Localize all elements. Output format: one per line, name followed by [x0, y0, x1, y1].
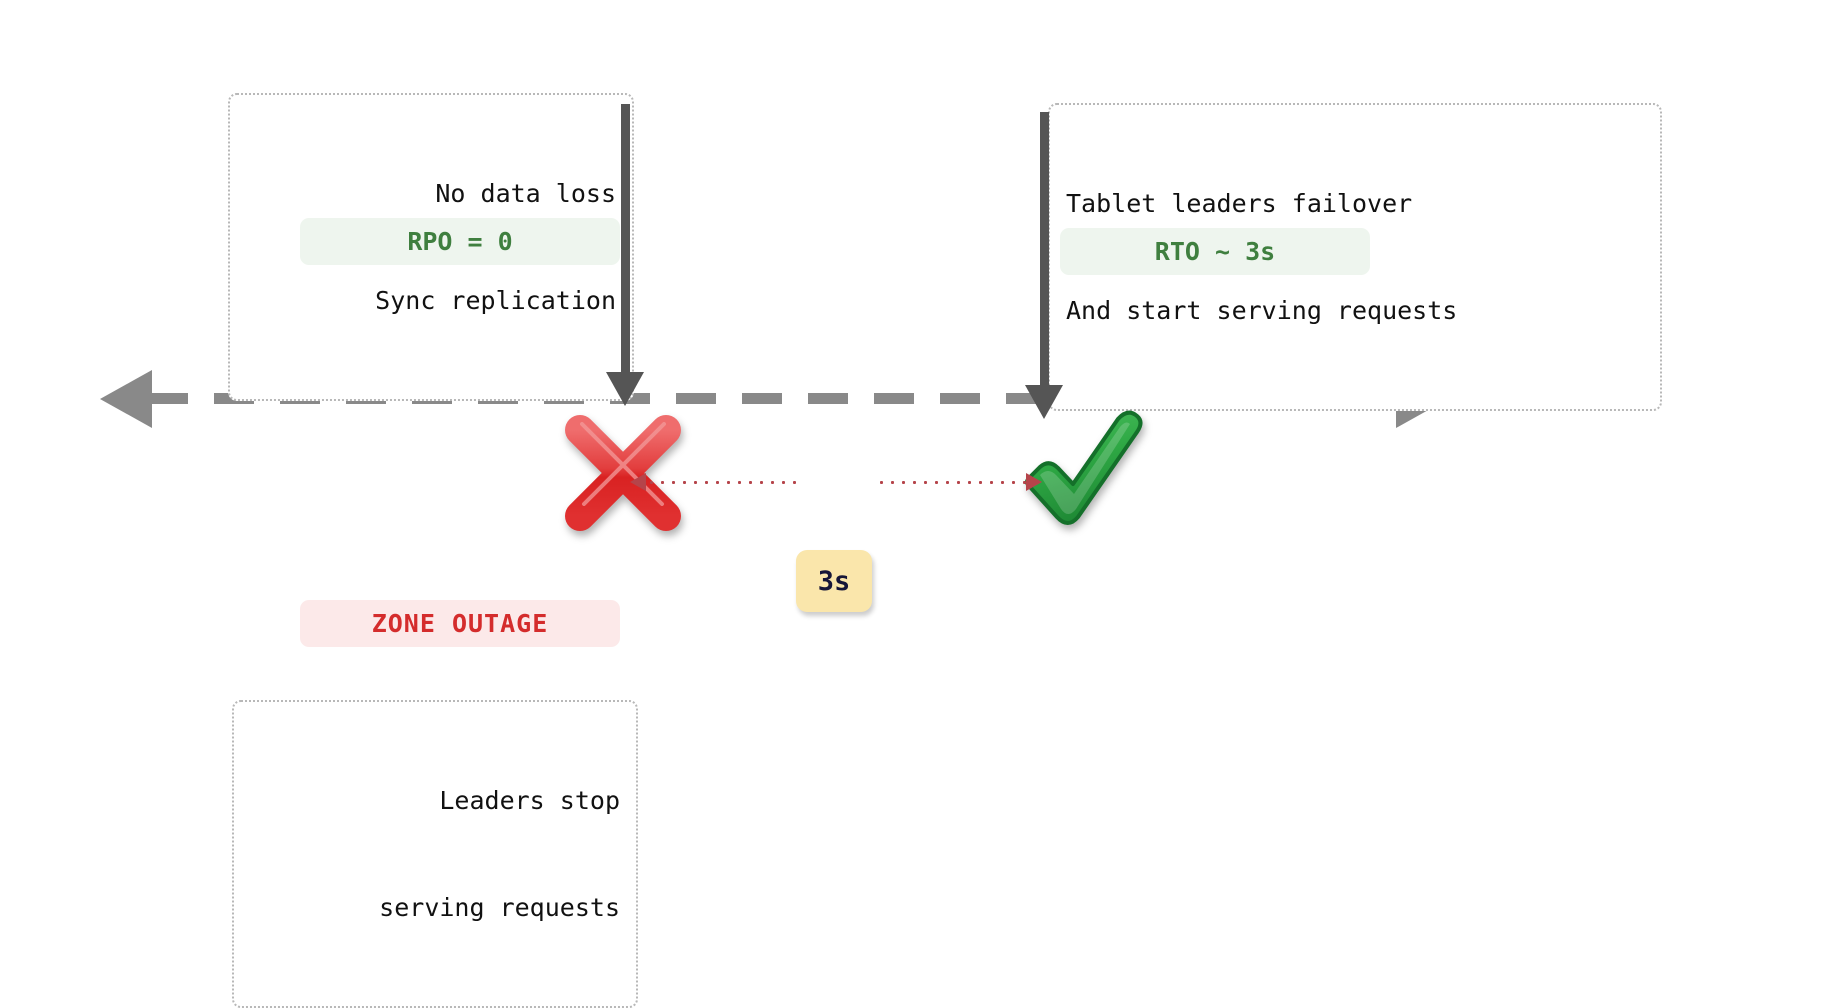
diagram-canvas: No data loss Sync replication RPO = 0 [100, 93, 1662, 1008]
measure-line-right [876, 481, 1026, 484]
timeline-axis [148, 393, 1400, 404]
right-drop-arrow-head-icon [1025, 385, 1063, 419]
outage-note-line2: serving requests [379, 892, 620, 922]
measure-value-badge: 3s [796, 550, 872, 612]
right-event-note-line2: And start serving requests [1066, 295, 1458, 325]
measure-line-left [646, 481, 796, 484]
cross-mark-icon [558, 408, 688, 538]
outage-note-line1: Leaders stop [439, 786, 620, 815]
left-event-note-line1: No data loss [435, 179, 616, 208]
outage-detail-note: Leaders stop serving requests [232, 700, 638, 1008]
left-drop-arrow-shaft [621, 104, 630, 379]
right-event-note-line1: Tablet leaders failover [1066, 189, 1413, 218]
measure-left-arrowhead-icon [630, 473, 646, 491]
rpo-badge: RPO = 0 [300, 218, 620, 265]
rto-badge: RTO ~ 3s [1060, 228, 1370, 275]
zone-outage-badge: ZONE OUTAGE [300, 600, 620, 647]
measure-right-arrowhead-icon [1026, 473, 1042, 491]
left-event-note-line2: Sync replication [375, 285, 616, 315]
left-drop-arrow-head-icon [606, 372, 644, 406]
check-mark-icon [1016, 405, 1146, 535]
right-drop-arrow-shaft [1040, 112, 1049, 392]
timeline-left-arrowhead-icon [100, 370, 152, 428]
